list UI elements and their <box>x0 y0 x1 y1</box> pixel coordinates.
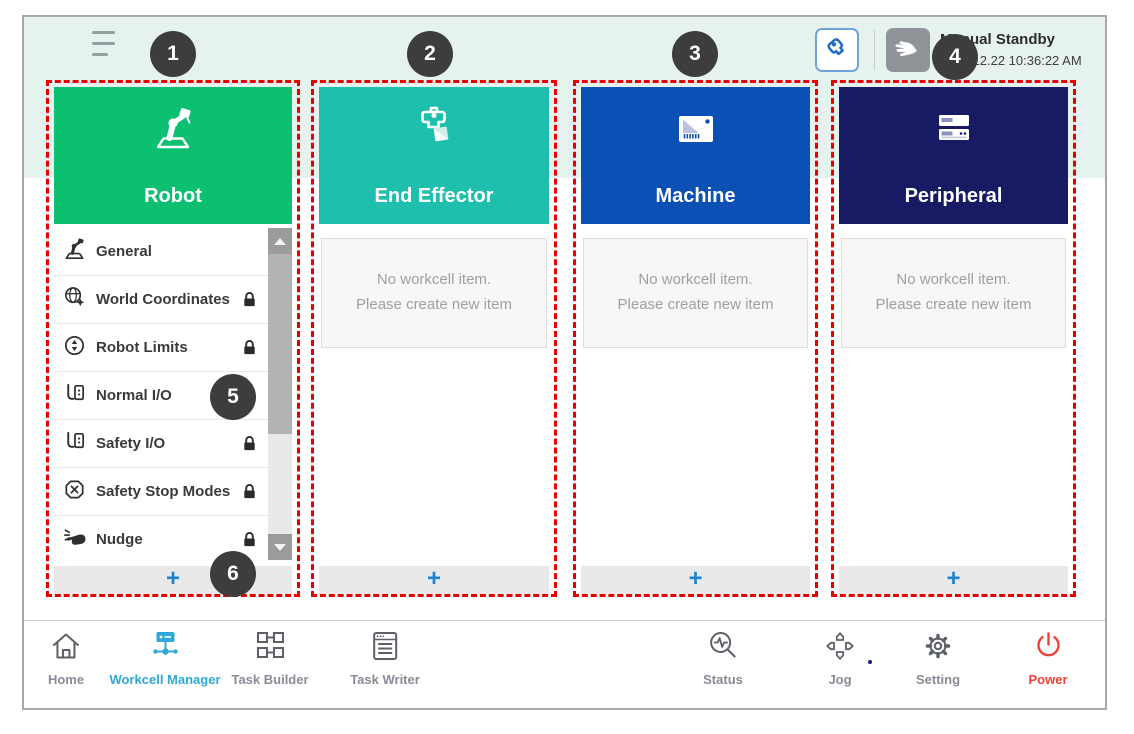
status-mode-label: Manual Standby <box>940 31 1056 48</box>
lock-icon <box>241 531 258 548</box>
nav-power[interactable]: Power <box>1028 629 1068 687</box>
nav-label: Power <box>1028 672 1068 687</box>
robot-arm-icon <box>147 103 199 160</box>
empty-state-end-effector: No workcell item. Please create new item <box>321 238 547 348</box>
nav-divider <box>24 620 1105 621</box>
topbar-divider <box>874 30 875 70</box>
menu-item-safety-io[interactable]: Safety I/O <box>54 420 292 468</box>
plus-icon: + <box>165 565 180 592</box>
status-pulse-icon <box>706 629 740 668</box>
robot-settings-list: General World Coordinates <box>54 228 292 560</box>
server-stack-icon <box>928 103 980 160</box>
task-builder-icon <box>253 629 287 668</box>
empty-state-line2: Please create new item <box>356 296 512 313</box>
empty-state-line2: Please create new item <box>875 296 1032 313</box>
nudge-hand-icon <box>62 525 87 555</box>
lock-icon <box>241 483 258 500</box>
menu-item-safety-stop-modes[interactable]: Safety Stop Modes <box>54 468 292 516</box>
add-machine-item-button[interactable]: + <box>581 566 810 594</box>
io-icon <box>62 429 87 459</box>
menu-item-label: World Coordinates <box>96 291 230 308</box>
nav-label: Home <box>47 672 85 687</box>
empty-state-line1: No workcell item. <box>896 271 1011 289</box>
plus-icon: + <box>688 565 703 592</box>
jog-dpad-icon <box>823 629 857 668</box>
lock-icon <box>241 339 258 356</box>
hamburger-menu-icon[interactable] <box>92 31 118 61</box>
nav-label: Task Builder <box>231 672 309 687</box>
machine-icon <box>670 103 722 160</box>
empty-state-machine: No workcell item. Please create new item <box>583 238 808 348</box>
nav-task-writer[interactable]: Task Writer <box>350 629 420 687</box>
gear-icon <box>921 629 955 668</box>
workcell-card-title: Peripheral <box>904 185 1003 207</box>
nav-jog[interactable]: Jog <box>823 629 857 687</box>
lock-icon <box>241 291 258 308</box>
gripper-icon <box>823 34 851 67</box>
lock-icon <box>241 435 258 452</box>
menu-item-general[interactable]: General <box>54 228 292 276</box>
world-coordinates-icon <box>62 285 87 315</box>
empty-state-line1: No workcell item. <box>376 271 492 289</box>
plus-icon: + <box>946 565 961 592</box>
workcell-card-robot[interactable]: Robot <box>54 87 292 224</box>
nav-label: Jog <box>828 672 852 687</box>
power-icon <box>1031 629 1065 668</box>
nav-setting[interactable]: Setting <box>916 629 960 687</box>
nav-label: Task Writer <box>350 672 420 687</box>
menu-item-world-coordinates[interactable]: World Coordinates <box>54 276 292 324</box>
scroll-down-button[interactable] <box>268 534 292 560</box>
nav-task-builder[interactable]: Task Builder <box>231 629 309 687</box>
menu-item-label: Safety Stop Modes <box>96 483 231 500</box>
empty-state-peripheral: No workcell item. Please create new item <box>841 238 1066 348</box>
nav-label: Status <box>703 672 743 687</box>
menu-item-normal-io[interactable]: Normal I/O <box>54 372 292 420</box>
nav-workcell-manager[interactable]: Workcell Manager <box>109 629 221 687</box>
plus-icon: + <box>426 565 441 592</box>
menu-item-label: Robot Limits <box>96 339 188 356</box>
workcell-card-end-effector[interactable]: End Effector <box>319 87 549 224</box>
home-icon <box>49 629 83 668</box>
empty-state-line2: Please create new item <box>617 296 774 313</box>
robot-limits-icon <box>62 333 87 363</box>
robot-status-readout: Manual Standby 2022.12.22 10:36:22 AM <box>940 30 1110 70</box>
triangle-up-icon <box>274 237 286 245</box>
nav-home[interactable]: Home <box>48 629 84 687</box>
workcell-manager-icon <box>148 629 182 668</box>
workcell-card-machine[interactable]: Machine <box>581 87 810 224</box>
nav-label: Workcell Manager <box>109 672 221 687</box>
app-window: Manual Standby 2022.12.22 10:36:22 AM Ro… <box>22 15 1107 710</box>
menu-item-robot-limits[interactable]: Robot Limits <box>54 324 292 372</box>
add-robot-item-button[interactable]: + <box>54 566 292 594</box>
menu-item-label: Safety I/O <box>96 435 166 452</box>
nav-label: Setting <box>915 672 961 687</box>
io-icon <box>62 381 87 411</box>
menu-item-label: General <box>96 243 152 260</box>
menu-item-label: Normal I/O <box>96 387 172 404</box>
gripper-icon <box>408 103 460 160</box>
add-peripheral-item-button[interactable]: + <box>839 566 1068 594</box>
scroll-up-button[interactable] <box>268 228 292 254</box>
workcell-card-title: Machine <box>655 185 736 207</box>
scrollbar-thumb[interactable] <box>268 254 292 434</box>
task-writer-icon <box>368 629 402 668</box>
status-timestamp: 2022.12.22 10:36:22 AM <box>940 53 1082 69</box>
menu-item-label: Nudge <box>96 531 143 548</box>
empty-state-line1: No workcell item. <box>638 271 753 289</box>
safety-stop-icon <box>62 477 87 507</box>
menu-item-nudge[interactable]: Nudge <box>54 516 292 560</box>
workcell-card-peripheral[interactable]: Peripheral <box>839 87 1068 224</box>
gripper-quick-button[interactable] <box>815 28 859 72</box>
nav-status[interactable]: Status <box>703 629 743 687</box>
robot-list-scrollbar[interactable] <box>268 228 292 560</box>
add-end-effector-item-button[interactable]: + <box>319 566 549 594</box>
triangle-down-icon <box>274 543 286 551</box>
manual-mode-button[interactable] <box>886 28 930 72</box>
workcell-card-title: End Effector <box>374 185 494 207</box>
robot-general-icon <box>62 237 87 267</box>
cursor-dot <box>868 660 872 664</box>
hand-icon <box>894 34 922 67</box>
workcell-card-title: Robot <box>144 185 202 207</box>
